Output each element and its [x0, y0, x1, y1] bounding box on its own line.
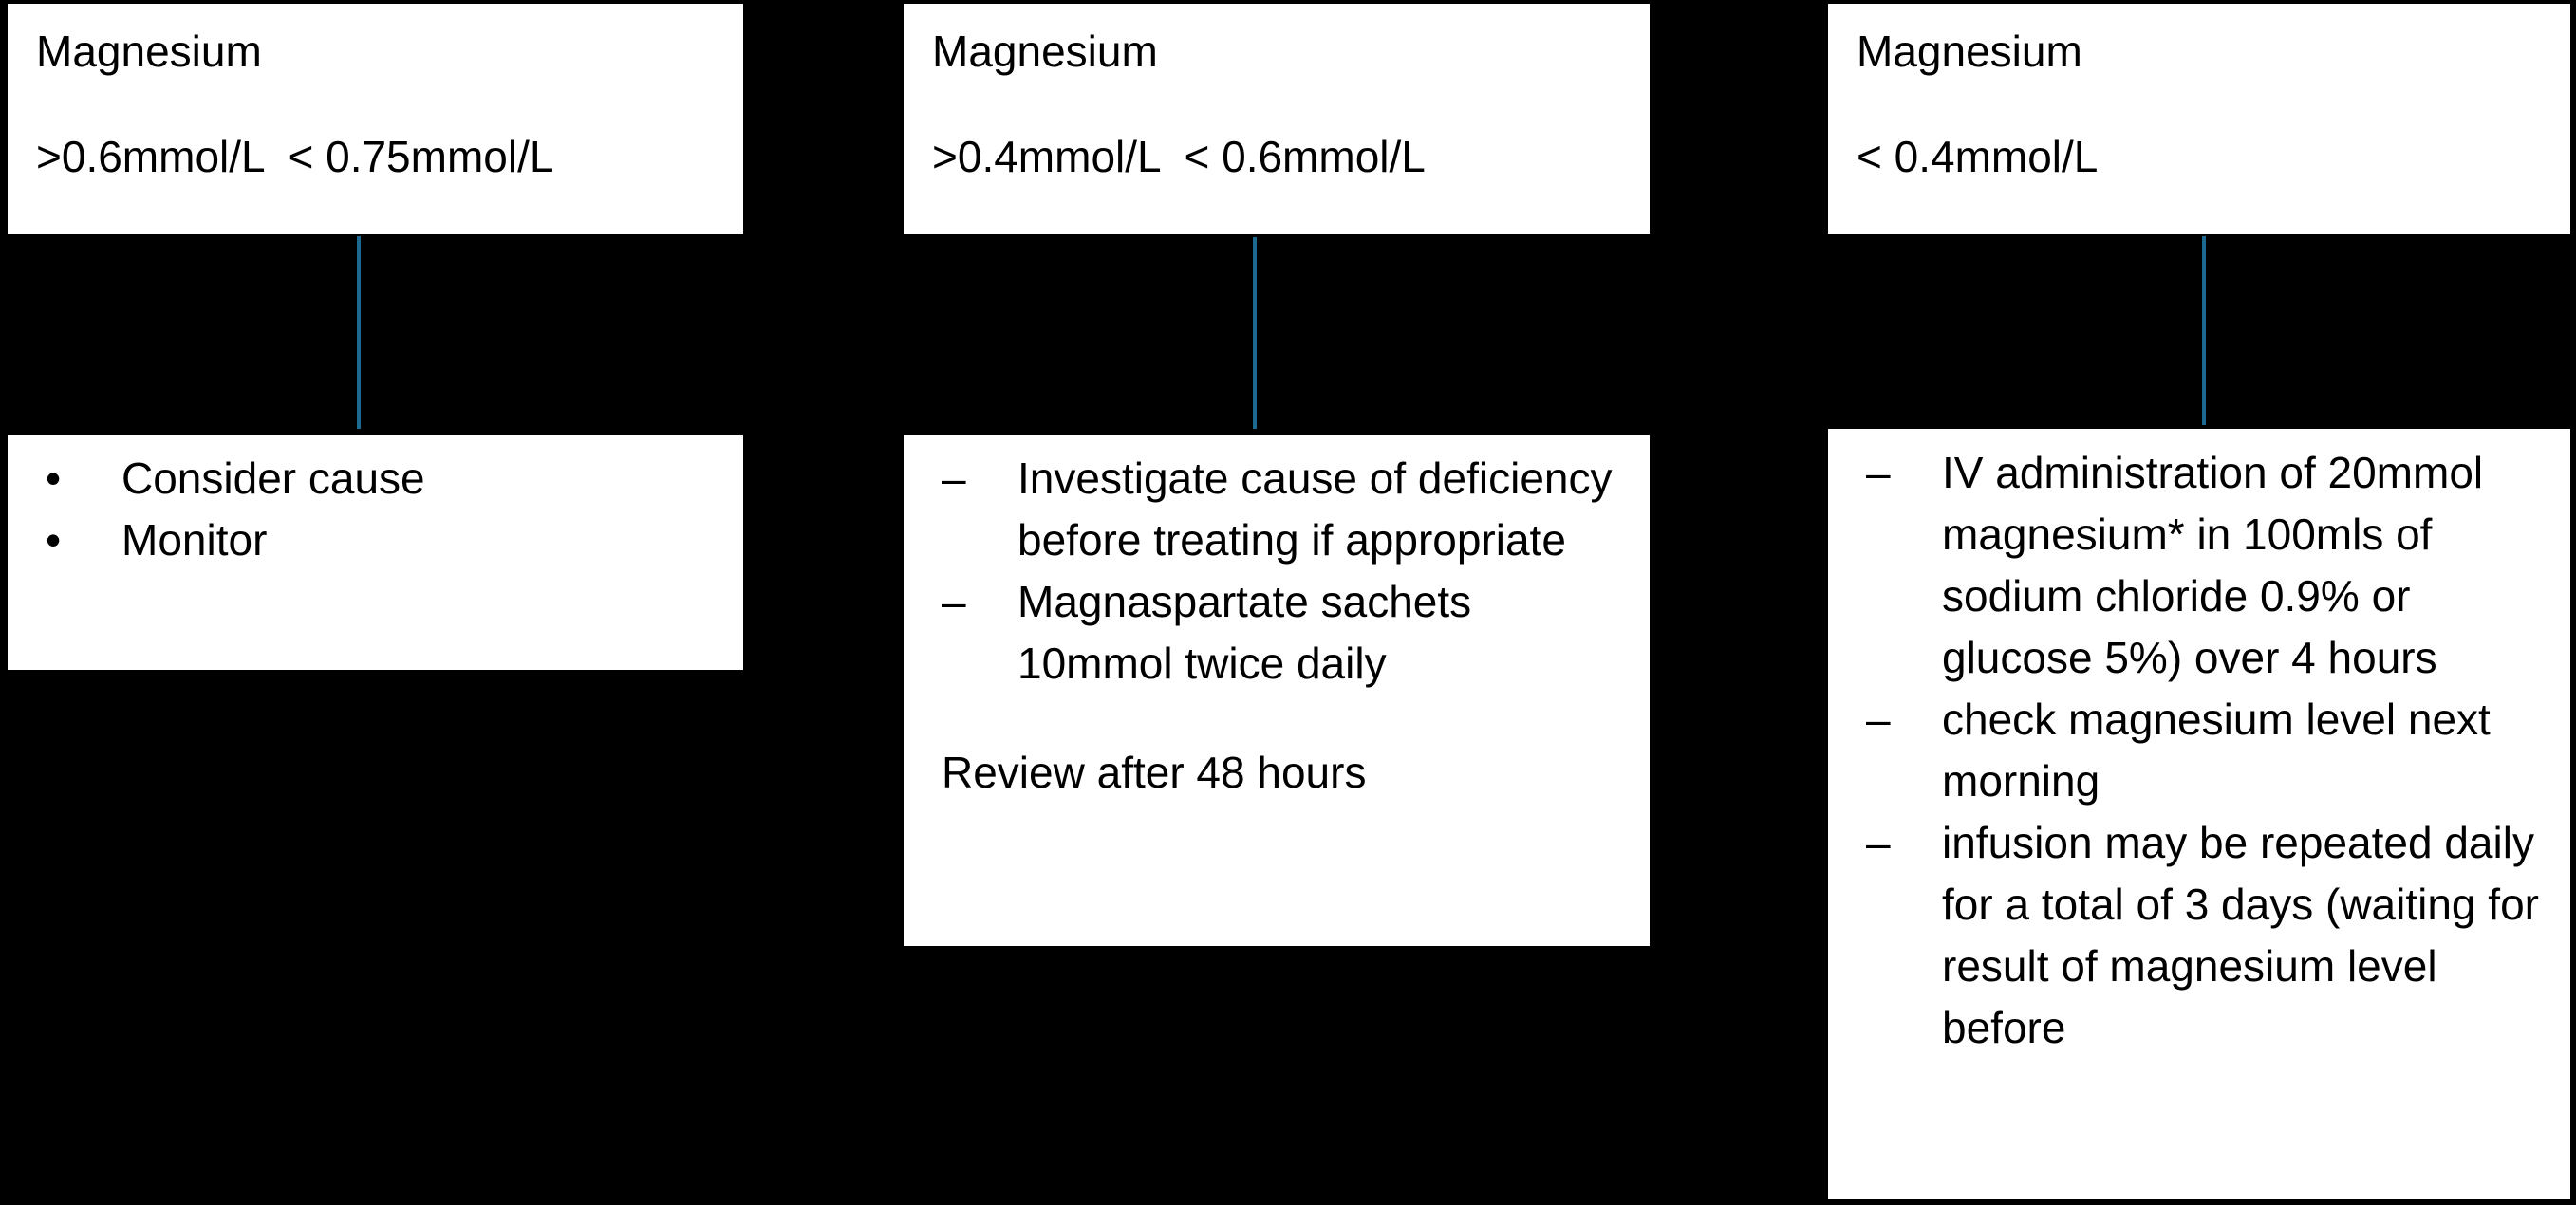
level-title: Magnesium — [1857, 27, 2082, 76]
action-box: – IV administration of 20mmol magnesium* … — [1828, 429, 2570, 1199]
connector-line — [2202, 236, 2206, 425]
list-item: – infusion may be repeated daily for a to… — [1828, 812, 2555, 1059]
dash-marker: – — [1866, 695, 1891, 744]
list-item-text: Investigate cause of deficiency before t… — [1017, 454, 1613, 565]
level-title: Magnesium — [36, 27, 262, 76]
list-item: – Investigate cause of deficiency before … — [904, 448, 1634, 571]
level-box: Magnesium >0.4mmol/L < 0.6mmol/L — [904, 4, 1650, 234]
bullet-marker: • — [46, 454, 62, 503]
review-note: Review after 48 hours — [942, 748, 1367, 797]
level-range: >0.4mmol/L < 0.6mmol/L — [932, 132, 1426, 181]
level-box: Magnesium >0.6mmol/L < 0.75mmol/L — [8, 4, 743, 234]
dash-marker: – — [942, 454, 966, 503]
list-item: – Magnaspartate sachets 10mmol twice dail… — [904, 571, 1634, 695]
list-item-text: infusion may be repeated daily for a tot… — [1942, 818, 2539, 1052]
list-item: – IV administration of 20mmol magnesium* … — [1828, 442, 2555, 689]
dash-marker: – — [942, 577, 966, 626]
list-item: – check magnesium level next morning — [1828, 689, 2555, 812]
action-box: • Consider cause • Monitor — [8, 435, 743, 670]
level-range: < 0.4mmol/L — [1857, 132, 2099, 181]
connector-line — [357, 236, 361, 429]
level-title: Magnesium — [932, 27, 1158, 76]
level-box: Magnesium < 0.4mmol/L — [1828, 4, 2570, 234]
list-item-text: check magnesium level next morning — [1942, 695, 2491, 806]
list-item: • Consider cause — [8, 448, 728, 510]
level-range: >0.6mmol/L < 0.75mmol/L — [36, 132, 554, 181]
list-item-text: Magnaspartate sachets 10mmol twice daily — [1017, 577, 1472, 688]
dash-marker: – — [1866, 818, 1891, 867]
bullet-marker: • — [46, 515, 62, 565]
dash-marker: – — [1866, 448, 1891, 497]
list-item-text: Monitor — [121, 515, 268, 565]
action-box: – Investigate cause of deficiency before … — [904, 435, 1650, 946]
list-item: • Monitor — [8, 510, 728, 571]
list-item-text: Consider cause — [121, 454, 425, 503]
connector-line — [1253, 237, 1257, 429]
list-item-text: IV administration of 20mmol magnesium* i… — [1942, 448, 2484, 682]
